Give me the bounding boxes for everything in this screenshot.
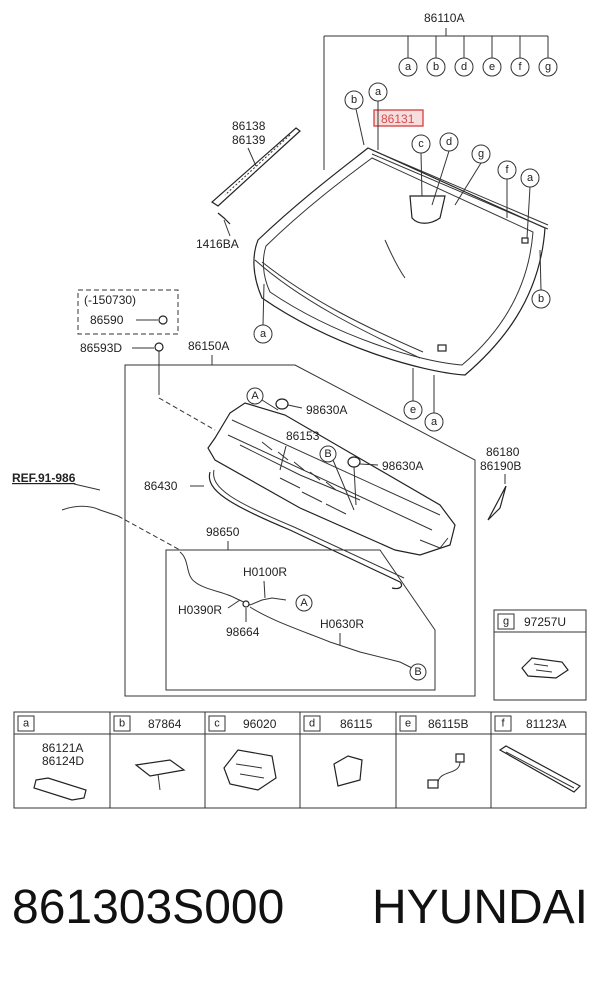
callout-B-hose: B xyxy=(414,666,421,678)
label-86593D: 86593D xyxy=(80,341,122,355)
legend-b-part-number: 87864 xyxy=(148,717,182,731)
callout-g-top: g xyxy=(545,61,551,73)
label-86150A: 86150A xyxy=(188,339,229,353)
callout-g-sensor: g xyxy=(478,148,484,160)
label-condition-150730: (-150730) xyxy=(84,293,136,307)
callout-a-bottom: a xyxy=(431,416,438,428)
label-98664: 98664 xyxy=(226,625,260,639)
callout-a-upper: a xyxy=(375,86,382,98)
side-cover-86180-part xyxy=(487,485,507,521)
washer-hose-part xyxy=(179,551,413,669)
washer-hose-group-box xyxy=(165,549,436,691)
legend-a-part xyxy=(33,777,87,801)
footer-brand: HYUNDAI xyxy=(371,881,588,934)
legend-c-key: c xyxy=(214,718,220,730)
label-98630A-right: 98630A xyxy=(382,459,423,473)
clip-86593D-part xyxy=(154,342,164,395)
callout-b-top: b xyxy=(433,61,439,73)
label-86430: 86430 xyxy=(144,479,178,493)
legend-g-box: g 97257U xyxy=(493,609,587,701)
callout-e-bottom: e xyxy=(410,404,416,416)
callout-A-cowl: A xyxy=(251,390,259,402)
sensor-97257U-part xyxy=(521,657,569,679)
label-ref-91-986: REF.91-986 xyxy=(12,471,76,485)
label-H0630R: H0630R xyxy=(320,617,364,631)
legend-f-part-number: 81123A xyxy=(526,717,566,731)
callout-f-top: f xyxy=(518,61,522,73)
legend-g-key: g xyxy=(503,616,509,628)
label-86590: 86590 xyxy=(90,313,124,327)
callout-b-right: b xyxy=(538,293,544,305)
legend-e-part-number: 86115B xyxy=(428,717,468,731)
legend-a-key: a xyxy=(23,718,30,730)
legend-d-part-number: 86115 xyxy=(340,717,373,731)
legend-e-key: e xyxy=(405,718,411,730)
legend-b-part xyxy=(134,759,186,777)
callout-c-mirror: c xyxy=(418,138,424,150)
callout-B-cowl: B xyxy=(324,448,331,460)
highlight-86131-box xyxy=(373,109,424,127)
legend-g-part: 97257U xyxy=(524,615,566,629)
legend-b-key: b xyxy=(119,718,125,730)
top-callouts: a b d e f g xyxy=(398,36,558,77)
label-86110A: 86110A xyxy=(424,11,464,25)
legend-d-key: d xyxy=(309,718,315,730)
clip-86590-part xyxy=(136,315,168,325)
highlight-86131-label: 86131 xyxy=(381,112,415,126)
callout-d-mirror: d xyxy=(446,136,452,148)
callout-a-top: a xyxy=(405,61,412,73)
label-86138: 86138 xyxy=(232,119,266,133)
callout-f-molding: f xyxy=(505,164,509,176)
legend-c-part xyxy=(223,749,277,791)
legend-table: a 86121A 86124D b 87864 c 96020 d 86115 … xyxy=(13,711,587,809)
label-98650: 98650 xyxy=(206,525,240,539)
legend-d-part xyxy=(333,755,363,787)
label-H0100R: H0100R xyxy=(243,565,287,579)
legend-a-sub-1: 86121A xyxy=(42,741,83,755)
left-molding-part xyxy=(211,127,301,207)
label-1416BA: 1416BA xyxy=(196,237,239,251)
weatherstrip-86430-part xyxy=(208,471,403,590)
callout-d-top: d xyxy=(461,61,467,73)
label-98630A-top: 98630A xyxy=(306,403,347,417)
callout-b-upper-left: b xyxy=(351,94,357,106)
cowl-group-box xyxy=(124,364,476,697)
callout-A-hose: A xyxy=(300,597,308,609)
windshield-glass xyxy=(253,147,549,376)
callout-a-left: a xyxy=(260,328,267,340)
legend-f-key: f xyxy=(501,718,505,730)
legend-c-part-number: 96020 xyxy=(243,717,277,731)
legend-e-part xyxy=(427,753,465,789)
legend-a-sub-2: 86124D xyxy=(42,754,84,768)
label-86180: 86180 xyxy=(486,445,520,459)
ref-hose-part xyxy=(61,505,119,517)
label-86139: 86139 xyxy=(232,133,266,147)
clip-98630A-right-part xyxy=(347,456,361,468)
clip-98630A-top-part xyxy=(275,398,289,410)
footer-part-number: 861303S000 xyxy=(12,881,285,934)
label-86190B: 86190B xyxy=(480,459,521,473)
footer: 861303S000 HYUNDAI xyxy=(12,880,588,944)
callout-a-right-top: a xyxy=(527,172,534,184)
cowl-top-cover-part xyxy=(207,402,456,556)
callout-e-top: e xyxy=(489,61,495,73)
label-H0390R: H0390R xyxy=(178,603,222,617)
label-86153: 86153 xyxy=(286,429,320,443)
